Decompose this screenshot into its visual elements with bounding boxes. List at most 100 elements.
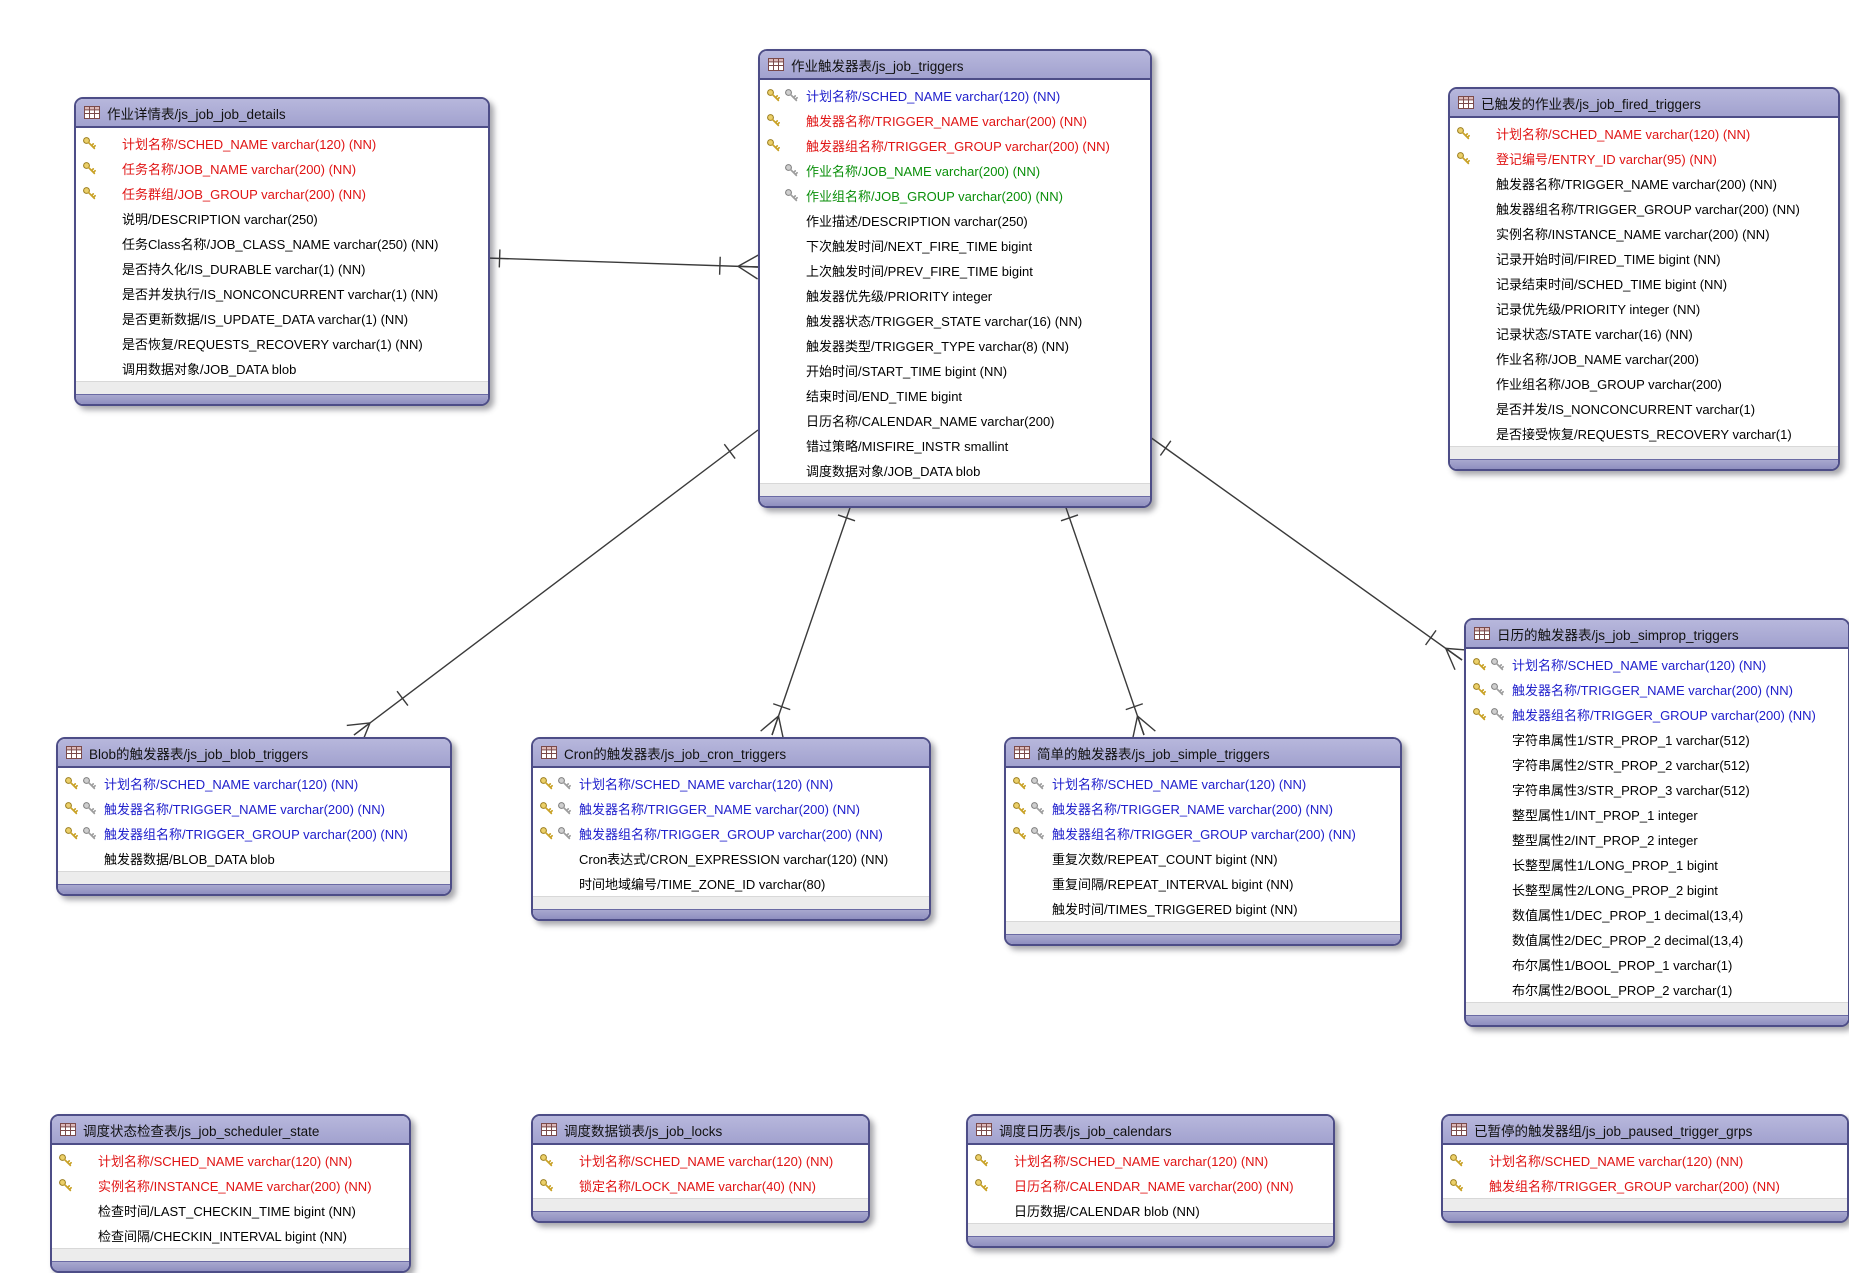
relationship-line-triggers-to-blob_triggers[interactable] (346, 429, 759, 745)
table-cron_triggers[interactable]: Cron的触发器表/js_job_cron_triggers 计划名称/SCHED… (531, 737, 931, 921)
field-row-simprop_triggers-8[interactable]: 长整型属性1/LONG_PROP_1 bigint (1466, 852, 1848, 877)
table-calendars[interactable]: 调度日历表/js_job_calendars 计划名称/SCHED_NAME va… (966, 1114, 1335, 1248)
table-blob_triggers[interactable]: Blob的触发器表/js_job_blob_triggers 计划名称/SCHED… (56, 737, 452, 896)
field-row-job_details-5[interactable]: 是否持久化/IS_DURABLE varchar(1) (NN) (76, 256, 488, 281)
field-row-scheduler_state-3[interactable]: 检查间隔/CHECKIN_INTERVAL bigint (NN) (52, 1223, 409, 1248)
field-row-simprop_triggers-3[interactable]: 字符串属性1/STR_PROP_1 varchar(512) (1466, 727, 1848, 752)
field-row-triggers-0[interactable]: 计划名称/SCHED_NAME varchar(120) (NN) (760, 83, 1150, 108)
table-header-job_details[interactable]: 作业详情表/js_job_job_details (76, 99, 488, 128)
field-row-simprop_triggers-11[interactable]: 数值属性2/DEC_PROP_2 decimal(13,4) (1466, 927, 1848, 952)
field-row-simprop_triggers-10[interactable]: 数值属性1/DEC_PROP_1 decimal(13,4) (1466, 902, 1848, 927)
field-row-triggers-14[interactable]: 错过策略/MISFIRE_INSTR smallint (760, 433, 1150, 458)
field-row-simple_triggers-1[interactable]: 触发器名称/TRIGGER_NAME varchar(200) (NN) (1006, 796, 1400, 821)
field-row-blob_triggers-3[interactable]: 触发器数据/BLOB_DATA blob (58, 846, 450, 871)
field-row-triggers-15[interactable]: 调度数据对象/JOB_DATA blob (760, 458, 1150, 483)
table-header-locks[interactable]: 调度数据锁表/js_job_locks (533, 1116, 868, 1145)
field-row-job_details-8[interactable]: 是否恢复/REQUESTS_RECOVERY varchar(1) (NN) (76, 331, 488, 356)
field-row-calendars-0[interactable]: 计划名称/SCHED_NAME varchar(120) (NN) (968, 1148, 1333, 1173)
field-row-simple_triggers-0[interactable]: 计划名称/SCHED_NAME varchar(120) (NN) (1006, 771, 1400, 796)
field-row-simprop_triggers-6[interactable]: 整型属性1/INT_PROP_1 integer (1466, 802, 1848, 827)
table-header-paused_trigger_grps[interactable]: 已暂停的触发器组/js_job_paused_trigger_grps (1443, 1116, 1847, 1145)
field-row-simprop_triggers-13[interactable]: 布尔属性2/BOOL_PROP_2 varchar(1) (1466, 977, 1848, 1002)
field-row-triggers-9[interactable]: 触发器状态/TRIGGER_STATE varchar(16) (NN) (760, 308, 1150, 333)
field-row-paused_trigger_grps-0[interactable]: 计划名称/SCHED_NAME varchar(120) (NN) (1443, 1148, 1847, 1173)
relationship-line-triggers-to-simprop_triggers[interactable] (1149, 436, 1470, 671)
field-row-job_details-4[interactable]: 任务Class名称/JOB_CLASS_NAME varchar(250) (N… (76, 231, 488, 256)
table-header-simple_triggers[interactable]: 简单的触发器表/js_job_simple_triggers (1006, 739, 1400, 768)
field-row-fired_triggers-3[interactable]: 触发器组名称/TRIGGER_GROUP varchar(200) (NN) (1450, 196, 1838, 221)
relationship-line-triggers-to-simple_triggers[interactable] (1060, 498, 1156, 740)
field-row-job_details-0[interactable]: 计划名称/SCHED_NAME varchar(120) (NN) (76, 131, 488, 156)
table-simprop_triggers[interactable]: 日历的触发器表/js_job_simprop_triggers 计划名称/SCHE… (1464, 618, 1849, 1027)
field-row-fired_triggers-10[interactable]: 作业组名称/JOB_GROUP varchar(200) (1450, 371, 1838, 396)
field-row-triggers-8[interactable]: 触发器优先级/PRIORITY integer (760, 283, 1150, 308)
table-scheduler_state[interactable]: 调度状态检查表/js_job_scheduler_state 计划名称/SCHED… (50, 1114, 411, 1273)
field-row-cron_triggers-4[interactable]: 时间地域编号/TIME_ZONE_ID varchar(80) (533, 871, 929, 896)
field-row-job_details-2[interactable]: 任务群组/JOB_GROUP varchar(200) (NN) (76, 181, 488, 206)
field-row-cron_triggers-3[interactable]: Cron表达式/CRON_EXPRESSION varchar(120) (NN… (533, 846, 929, 871)
table-simple_triggers[interactable]: 简单的触发器表/js_job_simple_triggers 计划名称/SCHED… (1004, 737, 1402, 946)
field-row-simprop_triggers-2[interactable]: 触发器组名称/TRIGGER_GROUP varchar(200) (NN) (1466, 702, 1848, 727)
field-row-triggers-1[interactable]: 触发器名称/TRIGGER_NAME varchar(200) (NN) (760, 108, 1150, 133)
field-row-fired_triggers-8[interactable]: 记录状态/STATE varchar(16) (NN) (1450, 321, 1838, 346)
field-row-triggers-10[interactable]: 触发器类型/TRIGGER_TYPE varchar(8) (NN) (760, 333, 1150, 358)
field-row-simprop_triggers-7[interactable]: 整型属性2/INT_PROP_2 integer (1466, 827, 1848, 852)
field-row-fired_triggers-7[interactable]: 记录优先级/PRIORITY integer (NN) (1450, 296, 1838, 321)
field-row-fired_triggers-4[interactable]: 实例名称/INSTANCE_NAME varchar(200) (NN) (1450, 221, 1838, 246)
field-row-scheduler_state-0[interactable]: 计划名称/SCHED_NAME varchar(120) (NN) (52, 1148, 409, 1173)
field-row-job_details-9[interactable]: 调用数据对象/JOB_DATA blob (76, 356, 488, 381)
field-row-job_details-1[interactable]: 任务名称/JOB_NAME varchar(200) (NN) (76, 156, 488, 181)
field-row-simprop_triggers-9[interactable]: 长整型属性2/LONG_PROP_2 bigint (1466, 877, 1848, 902)
field-row-cron_triggers-0[interactable]: 计划名称/SCHED_NAME varchar(120) (NN) (533, 771, 929, 796)
field-row-simprop_triggers-0[interactable]: 计划名称/SCHED_NAME varchar(120) (NN) (1466, 652, 1848, 677)
field-row-simple_triggers-2[interactable]: 触发器组名称/TRIGGER_GROUP varchar(200) (NN) (1006, 821, 1400, 846)
field-row-fired_triggers-1[interactable]: 登记编号/ENTRY_ID varchar(95) (NN) (1450, 146, 1838, 171)
field-row-blob_triggers-0[interactable]: 计划名称/SCHED_NAME varchar(120) (NN) (58, 771, 450, 796)
table-header-blob_triggers[interactable]: Blob的触发器表/js_job_blob_triggers (58, 739, 450, 768)
field-row-triggers-7[interactable]: 上次触发时间/PREV_FIRE_TIME bigint (760, 258, 1150, 283)
field-row-job_details-6[interactable]: 是否并发执行/IS_NONCONCURRENT varchar(1) (NN) (76, 281, 488, 306)
field-row-triggers-12[interactable]: 结束时间/END_TIME bigint (760, 383, 1150, 408)
field-row-triggers-4[interactable]: 作业组名称/JOB_GROUP varchar(200) (NN) (760, 183, 1150, 208)
field-row-blob_triggers-1[interactable]: 触发器名称/TRIGGER_NAME varchar(200) (NN) (58, 796, 450, 821)
field-row-triggers-6[interactable]: 下次触发时间/NEXT_FIRE_TIME bigint (760, 233, 1150, 258)
table-header-cron_triggers[interactable]: Cron的触发器表/js_job_cron_triggers (533, 739, 929, 768)
table-header-calendars[interactable]: 调度日历表/js_job_calendars (968, 1116, 1333, 1145)
field-row-locks-1[interactable]: 锁定名称/LOCK_NAME varchar(40) (NN) (533, 1173, 868, 1198)
field-row-calendars-2[interactable]: 日历数据/CALENDAR blob (NN) (968, 1198, 1333, 1223)
field-row-triggers-13[interactable]: 日历名称/CALENDAR_NAME varchar(200) (760, 408, 1150, 433)
field-row-cron_triggers-2[interactable]: 触发器组名称/TRIGGER_GROUP varchar(200) (NN) (533, 821, 929, 846)
field-row-triggers-11[interactable]: 开始时间/START_TIME bigint (NN) (760, 358, 1150, 383)
field-row-simple_triggers-3[interactable]: 重复次数/REPEAT_COUNT bigint (NN) (1006, 846, 1400, 871)
field-row-simprop_triggers-5[interactable]: 字符串属性3/STR_PROP_3 varchar(512) (1466, 777, 1848, 802)
field-row-triggers-5[interactable]: 作业描述/DESCRIPTION varchar(250) (760, 208, 1150, 233)
field-row-scheduler_state-1[interactable]: 实例名称/INSTANCE_NAME varchar(200) (NN) (52, 1173, 409, 1198)
field-row-simple_triggers-5[interactable]: 触发时间/TIMES_TRIGGERED bigint (NN) (1006, 896, 1400, 921)
field-row-simple_triggers-4[interactable]: 重复间隔/REPEAT_INTERVAL bigint (NN) (1006, 871, 1400, 896)
field-row-triggers-2[interactable]: 触发器组名称/TRIGGER_GROUP varchar(200) (NN) (760, 133, 1150, 158)
table-paused_trigger_grps[interactable]: 已暂停的触发器组/js_job_paused_trigger_grps 计划名称/… (1441, 1114, 1849, 1223)
field-row-triggers-3[interactable]: 作业名称/JOB_NAME varchar(200) (NN) (760, 158, 1150, 183)
field-row-simprop_triggers-12[interactable]: 布尔属性1/BOOL_PROP_1 varchar(1) (1466, 952, 1848, 977)
relationship-line-job_details-to-triggers[interactable] (485, 249, 759, 280)
field-row-blob_triggers-2[interactable]: 触发器组名称/TRIGGER_GROUP varchar(200) (NN) (58, 821, 450, 846)
field-row-cron_triggers-1[interactable]: 触发器名称/TRIGGER_NAME varchar(200) (NN) (533, 796, 929, 821)
field-row-fired_triggers-12[interactable]: 是否接受恢复/REQUESTS_RECOVERY varchar(1) (1450, 421, 1838, 446)
field-row-locks-0[interactable]: 计划名称/SCHED_NAME varchar(120) (NN) (533, 1148, 868, 1173)
table-triggers[interactable]: 作业触发器表/js_job_triggers 计划名称/SCHED_NAME va… (758, 49, 1152, 508)
table-header-simprop_triggers[interactable]: 日历的触发器表/js_job_simprop_triggers (1466, 620, 1848, 649)
field-row-calendars-1[interactable]: 日历名称/CALENDAR_NAME varchar(200) (NN) (968, 1173, 1333, 1198)
field-row-fired_triggers-11[interactable]: 是否并发/IS_NONCONCURRENT varchar(1) (1450, 396, 1838, 421)
relationship-line-triggers-to-cron_triggers[interactable] (760, 498, 856, 740)
field-row-job_details-7[interactable]: 是否更新数据/IS_UPDATE_DATA varchar(1) (NN) (76, 306, 488, 331)
field-row-simprop_triggers-1[interactable]: 触发器名称/TRIGGER_NAME varchar(200) (NN) (1466, 677, 1848, 702)
table-locks[interactable]: 调度数据锁表/js_job_locks 计划名称/SCHED_NAME varch… (531, 1114, 870, 1223)
field-row-fired_triggers-0[interactable]: 计划名称/SCHED_NAME varchar(120) (NN) (1450, 121, 1838, 146)
field-row-fired_triggers-9[interactable]: 作业名称/JOB_NAME varchar(200) (1450, 346, 1838, 371)
table-header-triggers[interactable]: 作业触发器表/js_job_triggers (760, 51, 1150, 80)
field-row-scheduler_state-2[interactable]: 检查时间/LAST_CHECKIN_TIME bigint (NN) (52, 1198, 409, 1223)
field-row-job_details-3[interactable]: 说明/DESCRIPTION varchar(250) (76, 206, 488, 231)
table-header-scheduler_state[interactable]: 调度状态检查表/js_job_scheduler_state (52, 1116, 409, 1145)
field-row-fired_triggers-5[interactable]: 记录开始时间/FIRED_TIME bigint (NN) (1450, 246, 1838, 271)
